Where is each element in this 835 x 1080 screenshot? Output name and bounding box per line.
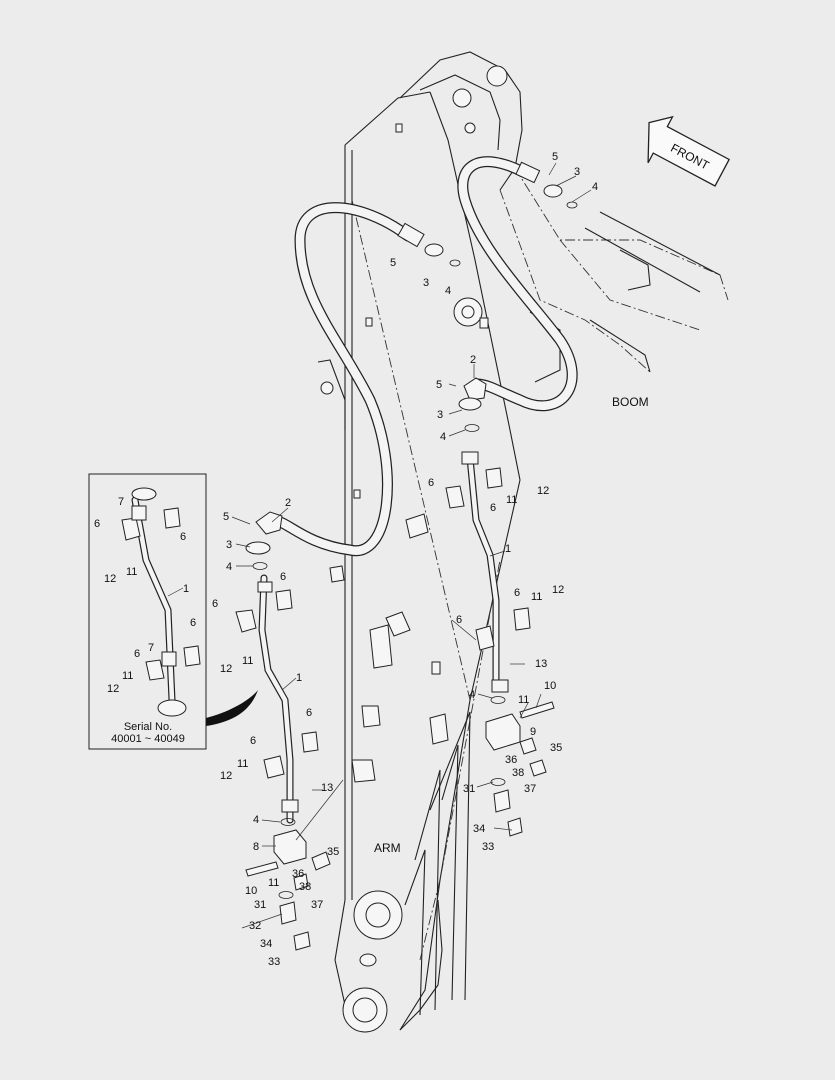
callout-number: 37 <box>524 783 536 795</box>
callout-number: 11 <box>126 566 137 578</box>
callout-number: 6 <box>212 598 218 610</box>
inset-serial-label: Serial No. <box>124 721 172 733</box>
serial-inset-box: Serial No. 40001 ~ 40049 <box>88 473 258 750</box>
callout-number: 11 <box>242 655 253 667</box>
left-callouts: 5 2 3 4 6 6 12 11 1 6 6 11 12 13 4 8 35 … <box>212 497 339 968</box>
callout-number: 3 <box>574 166 580 178</box>
callout-number: 10 <box>245 885 257 897</box>
callout-number: 1 <box>183 583 189 595</box>
callout-number: 6 <box>250 735 256 747</box>
callout-number: 34 <box>473 823 485 835</box>
callout-number: 35 <box>327 846 339 858</box>
callout-number: 2 <box>285 497 291 509</box>
callout-number: 6 <box>94 518 100 530</box>
callout-number: 4 <box>592 181 598 193</box>
callout-number: 12 <box>107 683 119 695</box>
inset-serial-range: 40001 ~ 40049 <box>111 733 185 745</box>
callout-number: 31 <box>254 899 266 911</box>
callout-number: 3 <box>437 409 443 421</box>
right-callouts: 5 3 4 5 3 4 2 5 3 4 6 11 12 6 1 6 11 12 … <box>390 151 598 853</box>
callout-number: 12 <box>552 584 564 596</box>
callout-number: 1 <box>296 672 302 684</box>
callout-number: 36 <box>505 754 517 766</box>
callout-number: 6 <box>306 707 312 719</box>
callout-number: 13 <box>535 658 547 670</box>
callout-number: 10 <box>544 680 556 692</box>
callout-number: 33 <box>482 841 494 853</box>
callout-number: 5 <box>552 151 558 163</box>
callout-number: 11 <box>518 694 529 706</box>
callout-number: 11 <box>237 758 248 770</box>
callout-number: 3 <box>226 539 232 551</box>
front-direction-arrow: FRONT <box>647 115 731 187</box>
callout-number: 5 <box>436 379 442 391</box>
callout-number: 6 <box>180 531 186 543</box>
arm-structure <box>329 91 521 1033</box>
callout-number: 9 <box>530 726 536 738</box>
callout-number: 12 <box>537 485 549 497</box>
callout-number: 4 <box>440 431 446 443</box>
callout-number: 36 <box>292 868 304 880</box>
callout-number: 7 <box>148 642 154 654</box>
boom-label: BOOM <box>612 395 649 409</box>
callout-number: 6 <box>280 571 286 583</box>
callout-number: 11 <box>122 670 133 682</box>
callout-number: 4 <box>226 561 232 573</box>
hydraulic-pipes <box>131 454 500 824</box>
callout-number: 38 <box>512 767 524 779</box>
inset-callouts: 7 6 6 12 11 1 6 7 6 11 12 <box>94 496 196 695</box>
callout-number: 2 <box>470 354 476 366</box>
callout-number: 13 <box>321 782 333 794</box>
callout-number: 32 <box>249 920 261 932</box>
callout-number: 5 <box>223 511 229 523</box>
callout-number: 31 <box>463 783 475 795</box>
callout-number: 12 <box>104 573 116 585</box>
callout-number: 5 <box>390 257 396 269</box>
callout-number: 8 <box>253 841 259 853</box>
callout-number: 6 <box>190 617 196 629</box>
arm-label: ARM <box>374 841 401 855</box>
callout-number: 38 <box>299 881 311 893</box>
callout-number: 4 <box>469 689 475 701</box>
callout-number: 1 <box>505 543 511 555</box>
hydraulic-hoses <box>255 156 578 557</box>
callout-number: 11 <box>268 877 279 889</box>
callout-number: 35 <box>550 742 562 754</box>
callout-number: 12 <box>220 663 232 675</box>
callout-number: 37 <box>311 899 323 911</box>
callout-number: 4 <box>445 285 451 297</box>
callout-leaders <box>167 162 592 929</box>
callout-number: 12 <box>220 770 232 782</box>
callout-number: 6 <box>490 502 496 514</box>
callout-number: 34 <box>260 938 272 950</box>
boom-structure <box>317 51 729 430</box>
callout-number: 7 <box>118 496 124 508</box>
callout-number: 6 <box>514 587 520 599</box>
callout-number: 6 <box>456 614 462 626</box>
callout-number: 6 <box>134 648 140 660</box>
callout-number: 3 <box>423 277 429 289</box>
callout-number: 11 <box>506 494 517 506</box>
callout-number: 11 <box>531 591 542 603</box>
callout-number: 33 <box>268 956 280 968</box>
callout-number: 6 <box>428 477 434 489</box>
callout-number: 4 <box>253 814 259 826</box>
fittings-and-clamps <box>121 184 578 951</box>
